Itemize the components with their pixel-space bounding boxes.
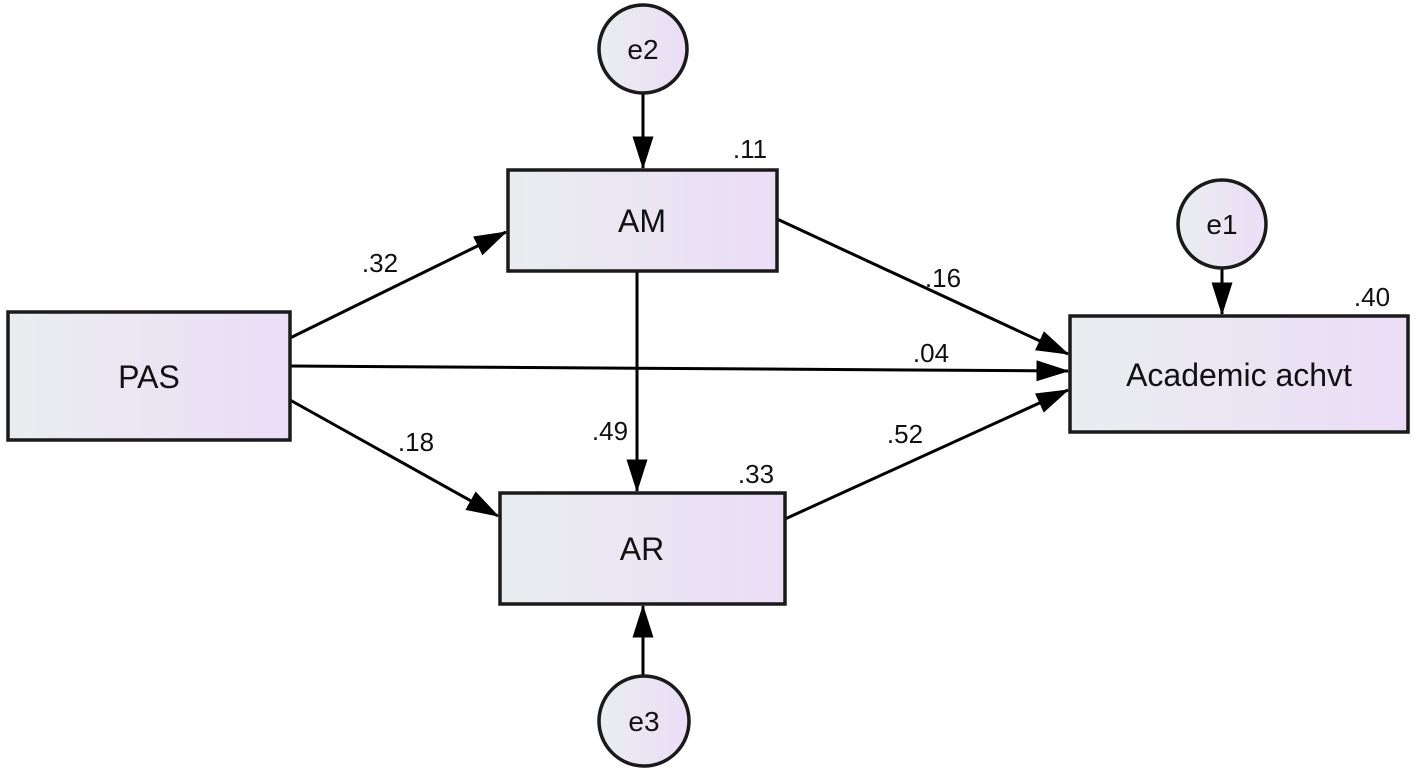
node-am-label: AM bbox=[618, 203, 666, 239]
path-pas-to-ar bbox=[289, 398, 500, 518]
coef-pas-achvt: .04 bbox=[913, 338, 949, 368]
node-am-box bbox=[506, 168, 779, 273]
node-pas-label: PAS bbox=[118, 359, 180, 395]
rsq-achvt: .40 bbox=[1354, 282, 1390, 312]
path-am-to-achvt bbox=[776, 217, 1070, 356]
rsq-am: .11 bbox=[733, 134, 767, 164]
node-e2-circle bbox=[597, 3, 689, 95]
coef-pas-am: .32 bbox=[362, 248, 398, 278]
path-pas-to-am bbox=[289, 230, 508, 340]
node-achvt-label: Academic achvt bbox=[1126, 357, 1352, 393]
node-ar-box bbox=[498, 491, 787, 606]
node-e2-label: e2 bbox=[627, 34, 658, 65]
node-pas-box bbox=[6, 310, 292, 442]
node-group: PAS AM AR Academic achvt e2 e1 e3 bbox=[6, 3, 1410, 768]
coef-ar-achvt: .52 bbox=[887, 419, 923, 449]
path-group bbox=[289, 93, 1233, 676]
node-achvt-box bbox=[1068, 314, 1410, 434]
path-ar-to-achvt bbox=[784, 388, 1070, 521]
path-pas-to-achvt bbox=[289, 360, 1070, 382]
coef-am-achvt: .16 bbox=[925, 263, 961, 293]
coef-pas-ar: .18 bbox=[398, 427, 434, 457]
node-e1-label: e1 bbox=[1206, 209, 1237, 240]
node-e3-label: e3 bbox=[628, 706, 659, 737]
node-e1-circle bbox=[1176, 178, 1268, 270]
coef-am-ar: .49 bbox=[592, 416, 628, 446]
rsq-ar: .33 bbox=[738, 459, 774, 489]
label-group: .32 .04 .18 .49 .16 .52 .11 .33 .40 bbox=[362, 134, 1390, 489]
node-e3-circle bbox=[597, 674, 691, 768]
node-ar-label: AR bbox=[620, 531, 664, 567]
